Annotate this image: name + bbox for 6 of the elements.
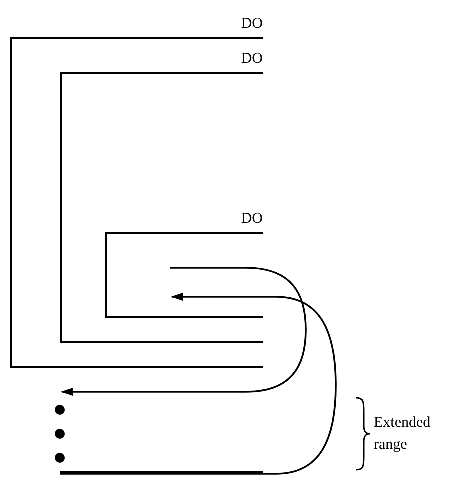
arrow [60, 293, 337, 475]
loop-label: DO [241, 210, 263, 228]
range-label: Extended range [374, 414, 432, 455]
loop-label: DO [241, 50, 263, 68]
arrow [61, 267, 307, 396]
loop-label: DO [241, 15, 263, 33]
